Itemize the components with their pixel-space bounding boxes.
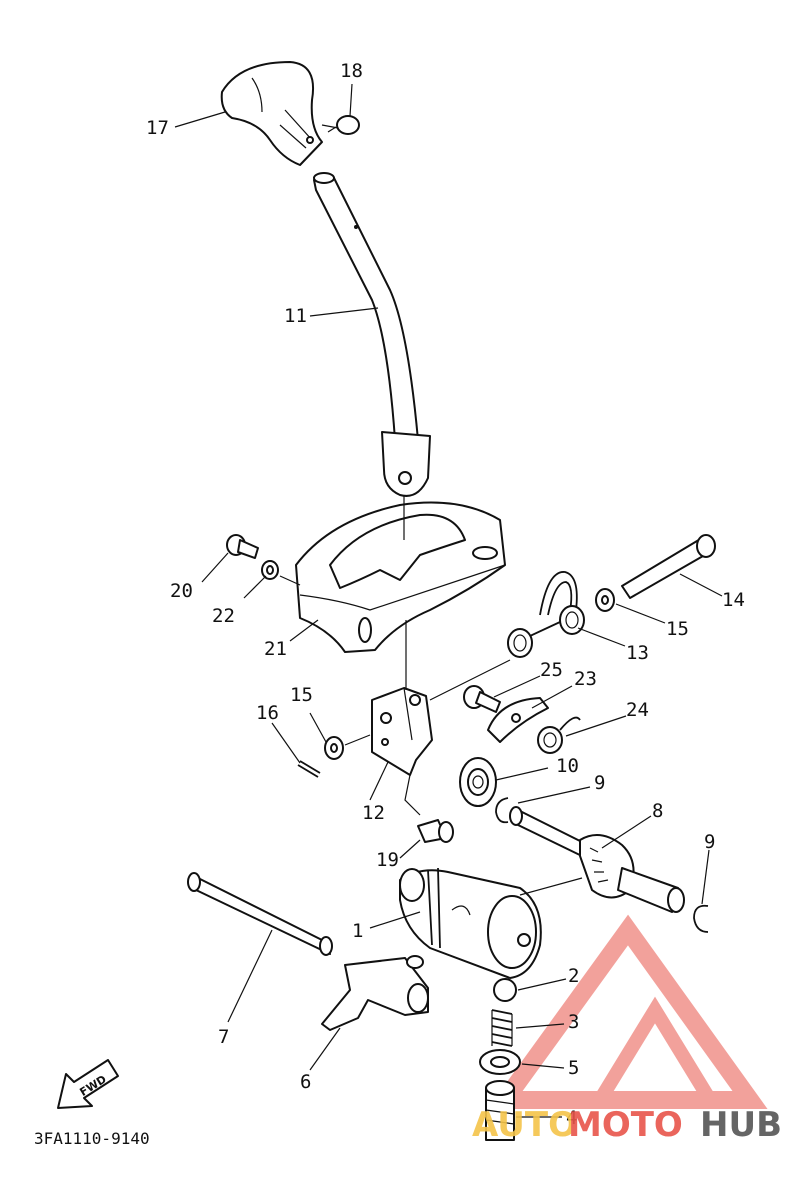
watermark-logo	[487, 914, 768, 1109]
callout-17: 17	[146, 117, 169, 139]
arm-bolt	[417, 819, 454, 843]
callout-20: 20	[170, 580, 193, 602]
gate-washer	[261, 560, 279, 580]
callout-21: 21	[264, 638, 287, 660]
callout-16: 16	[256, 702, 279, 724]
callout-5: 5	[568, 1057, 579, 1079]
detent-ball	[493, 978, 517, 1002]
callout-11: 11	[284, 305, 307, 327]
callout-15-upper: 15	[666, 618, 689, 640]
callout-7: 7	[218, 1026, 229, 1048]
diagram-code: 3FA1110-9140	[34, 1129, 150, 1148]
cotter-pin	[297, 760, 321, 778]
circlip-lower	[693, 904, 709, 933]
shift-fork-guide-bar	[187, 872, 333, 956]
pivot-pin	[621, 534, 716, 599]
gate-bolt	[226, 534, 259, 559]
shift-drum	[399, 867, 542, 979]
stopper-lever	[487, 697, 549, 743]
shift-knob	[220, 61, 323, 166]
pin-washer-lower	[324, 736, 344, 760]
return-spring	[507, 571, 585, 658]
shift-gate-plate	[295, 501, 506, 653]
watermark-text: AUTO MOTO HUB	[472, 1105, 782, 1145]
circlip-upper	[495, 797, 509, 824]
callout-9-lower: 9	[704, 831, 715, 853]
callout-8: 8	[652, 800, 663, 822]
callout-12: 12	[362, 802, 385, 824]
callout-10: 10	[556, 755, 579, 777]
callout-23: 23	[574, 668, 597, 690]
detent-spring	[491, 1009, 513, 1047]
callout-1: 1	[352, 920, 363, 942]
callout-labels: 17 18 11 20 22 21 14 15 13 25 23 24 15 1…	[146, 60, 745, 1129]
callout-25: 25	[540, 659, 563, 681]
callout-15-lower: 15	[290, 684, 313, 706]
watermark-hub: HUB	[700, 1105, 782, 1145]
callout-9-upper: 9	[594, 772, 605, 794]
detent-plug-bolt	[485, 1080, 515, 1141]
stopper-spring	[537, 716, 581, 754]
shift-shaft	[509, 806, 685, 913]
callout-4: 4	[566, 1107, 577, 1129]
watermark-auto: AUTO	[472, 1105, 577, 1145]
stopper-bolt	[463, 685, 501, 713]
gasket-washer	[479, 1049, 521, 1075]
knob-pin	[327, 115, 360, 135]
callout-18: 18	[340, 60, 363, 82]
callout-22: 22	[212, 605, 235, 627]
shaft-bearing	[459, 757, 497, 807]
callout-2: 2	[568, 965, 579, 987]
watermark-moto: MOTO	[568, 1105, 683, 1145]
callout-13: 13	[626, 642, 649, 664]
shift-fork	[321, 955, 429, 1031]
callout-14: 14	[722, 589, 745, 611]
callout-24: 24	[626, 699, 649, 721]
pin-washer-upper	[595, 588, 615, 612]
forward-arrow-icon: FWD	[57, 1059, 119, 1109]
callout-3: 3	[568, 1011, 579, 1033]
callout-6: 6	[300, 1071, 311, 1093]
callout-19: 19	[376, 849, 399, 871]
shift-arm-bracket	[371, 687, 433, 776]
shift-lever	[313, 172, 431, 497]
callout-leaders	[174, 83, 723, 1118]
assembly-guide-lines	[279, 124, 583, 896]
